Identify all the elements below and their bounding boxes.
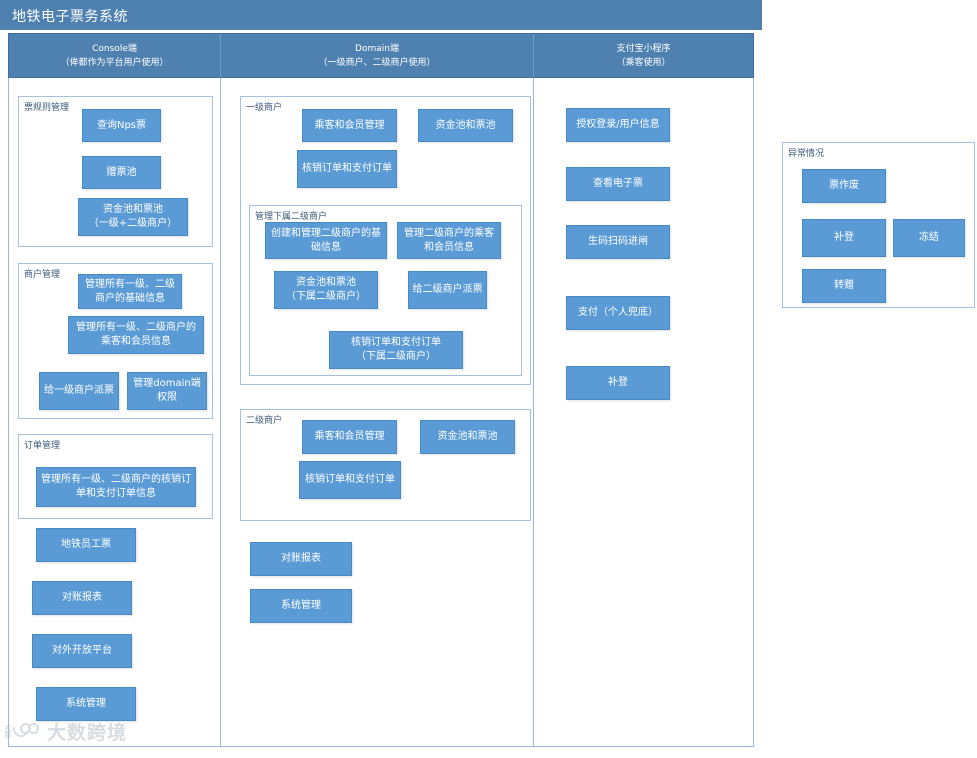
group-label-manage-sub-secondary-merchant: 管理下属二级商户: [255, 212, 328, 222]
group-exception-situations: 异常情况 票作废 补登 冻结 转赠: [782, 142, 975, 308]
node-console-reconciliation-report[interactable]: 对账报表: [32, 581, 132, 615]
node-label: 查询Nps票: [96, 119, 147, 131]
diagram-canvas: 地铁电子票务系统 Console端 （侔都作为平台用户使用） Domain端 （…: [0, 0, 762, 747]
node-label: 管理所有一级、二级商户的基础信息: [85, 278, 175, 304]
node-label: 查看电子票: [593, 178, 643, 189]
node-manage-domain-permission[interactable]: 管理domain端权限: [127, 372, 207, 410]
column-header-alipay-line1: 支付宝小程序: [616, 43, 671, 54]
group-label-merchant-management: 商户管理: [24, 270, 61, 280]
node-label: 管理所有一级、二级商户的乘客和会员信息: [76, 322, 196, 347]
column-header-console-line2: （侔都作为平台用户使用）: [60, 57, 169, 68]
column-separator-1: [220, 78, 221, 747]
group-label-order-management: 订单管理: [24, 441, 61, 451]
node-domain-reconciliation-report[interactable]: 对账报表: [250, 542, 352, 576]
node-open-platform[interactable]: 对外开放平台: [32, 634, 132, 668]
node-generate-scan-code-entry[interactable]: 生码扫码进闸: [566, 225, 670, 259]
node-label: 资金池和票池: [435, 119, 496, 131]
node-label: 创建和管理二级商户的基础信息: [271, 227, 381, 253]
node-supplementary-registration[interactable]: 补登: [566, 366, 670, 400]
node-label: 补登: [608, 377, 628, 388]
node-label: 乘客和会员管理: [314, 431, 385, 442]
node-authorize-login-user-info[interactable]: 授权登录/用户信息: [566, 108, 670, 142]
node-label: 对外开放平台: [52, 645, 112, 656]
node-label: 地铁员工票: [61, 539, 111, 550]
node-secondary-fund-and-ticket-pool[interactable]: 资金池和票池（下属二级商户）: [274, 271, 378, 309]
node-query-nps-ticket[interactable]: 查询Nps票: [82, 109, 161, 142]
node-manage-merchant-passenger-member-info[interactable]: 管理所有一级、二级商户的乘客和会员信息: [68, 316, 204, 354]
column-header-alipay-line2: （乘客使用）: [616, 57, 671, 68]
node-label: 资金池和票池: [437, 431, 498, 442]
node-fund-and-ticket-pool-all[interactable]: 资金池和票池（一级+二级商户）: [78, 198, 188, 236]
node-metro-staff-ticket[interactable]: 地铁员工票: [36, 528, 136, 562]
group-label-ticket-rule-management: 票规则管理: [24, 103, 70, 113]
column-header-alipay: 支付宝小程序 （乘客使用）: [534, 34, 753, 77]
column-header-domain-line1: Domain端: [355, 43, 399, 54]
node-domain-system-management[interactable]: 系统管理: [250, 589, 352, 623]
group-label-primary-merchant: 一级商户: [246, 103, 283, 113]
node-label: 冻结: [919, 232, 939, 243]
node-void-ticket[interactable]: 票作废: [802, 169, 886, 203]
node-payment-personal-guarantee[interactable]: 支付（个人兜底）: [566, 296, 670, 330]
node-label: 对账报表: [62, 592, 102, 603]
node-primary-passenger-member-management[interactable]: 乘客和会员管理: [302, 109, 397, 142]
node-secondary-verify-and-payment-order[interactable]: 核销订单和支付订单（下属二级商户）: [329, 331, 463, 369]
page-title: 地铁电子票务系统: [12, 9, 128, 25]
column-header-console-line1: Console端: [92, 43, 137, 54]
node-label: 系统管理: [281, 600, 321, 611]
node-label: 资金池和票池（一级+二级商户）: [88, 204, 178, 229]
column-separator-2: [533, 78, 534, 747]
node-label: 管理二级商户的乘客和会员信息: [404, 227, 494, 253]
node-secondary-merchant-verify-and-payment-order[interactable]: 核销订单和支付订单: [299, 461, 401, 499]
node-label: 支付（个人兜底）: [578, 307, 658, 318]
node-manage-secondary-passenger-member-info[interactable]: 管理二级商户的乘客和会员信息: [397, 222, 501, 259]
node-label: 管理domain端权限: [133, 378, 201, 403]
node-label: 核销订单和支付订单: [302, 163, 392, 174]
column-header-console: Console端 （侔都作为平台用户使用）: [9, 34, 221, 77]
column-header-domain: Domain端 （一级商户、二级商户使用）: [221, 34, 534, 77]
node-console-system-management[interactable]: 系统管理: [36, 687, 136, 721]
node-secondary-merchant-fund-and-ticket-pool[interactable]: 资金池和票池: [420, 420, 515, 454]
node-primary-fund-and-ticket-pool[interactable]: 资金池和票池: [418, 109, 513, 142]
node-freeze[interactable]: 冻结: [893, 219, 965, 257]
node-label: 资金池和票池（下属二级商户）: [286, 277, 366, 302]
node-label: 给一级商户派票: [44, 385, 114, 396]
column-header-row: Console端 （侔都作为平台用户使用） Domain端 （一级商户、二级商户…: [8, 33, 754, 78]
node-gift-ticket-pool[interactable]: 赠票池: [82, 156, 161, 189]
node-primary-verify-and-payment-order[interactable]: 核销订单和支付订单: [297, 150, 397, 188]
node-label: 乘客和会员管理: [314, 119, 385, 131]
group-label-exception-situations: 异常情况: [788, 149, 825, 159]
node-label: 赠票池: [106, 166, 137, 178]
node-label: 补登: [834, 232, 854, 243]
node-label: 授权登录/用户信息: [576, 119, 660, 130]
title-bar: 地铁电子票务系统: [0, 0, 762, 30]
node-label: 核销订单和支付订单（下属二级商户）: [351, 337, 441, 362]
node-label: 转赠: [834, 280, 854, 291]
node-label: 给二级商户派票: [412, 284, 483, 295]
node-dispatch-ticket-to-primary-merchant[interactable]: 给一级商户派票: [39, 372, 119, 410]
node-create-manage-secondary-basic-info[interactable]: 创建和管理二级商户的基础信息: [265, 222, 387, 259]
node-view-e-ticket[interactable]: 查看电子票: [566, 167, 670, 201]
node-label: 对账报表: [281, 553, 321, 564]
node-dispatch-ticket-to-secondary-merchant[interactable]: 给二级商户派票: [408, 271, 487, 309]
node-label: 核销订单和支付订单: [305, 474, 395, 485]
node-transfer-gift[interactable]: 转赠: [802, 269, 886, 303]
node-secondary-passenger-member-management[interactable]: 乘客和会员管理: [302, 420, 397, 454]
node-label: 生码扫码进闸: [588, 236, 648, 247]
node-label: 票作废: [829, 180, 859, 191]
column-header-domain-line2: （一级商户、二级商户使用）: [318, 57, 436, 68]
node-manage-merchant-basic-info[interactable]: 管理所有一级、二级商户的基础信息: [78, 274, 182, 309]
group-label-secondary-merchant: 二级商户: [246, 416, 283, 426]
node-label: 管理所有一级、二级商户的核销订单和支付订单信息: [41, 474, 191, 499]
node-exception-supplementary-registration[interactable]: 补登: [802, 219, 886, 257]
node-label: 系统管理: [66, 698, 106, 709]
node-manage-all-merchant-orders[interactable]: 管理所有一级、二级商户的核销订单和支付订单信息: [36, 467, 196, 507]
